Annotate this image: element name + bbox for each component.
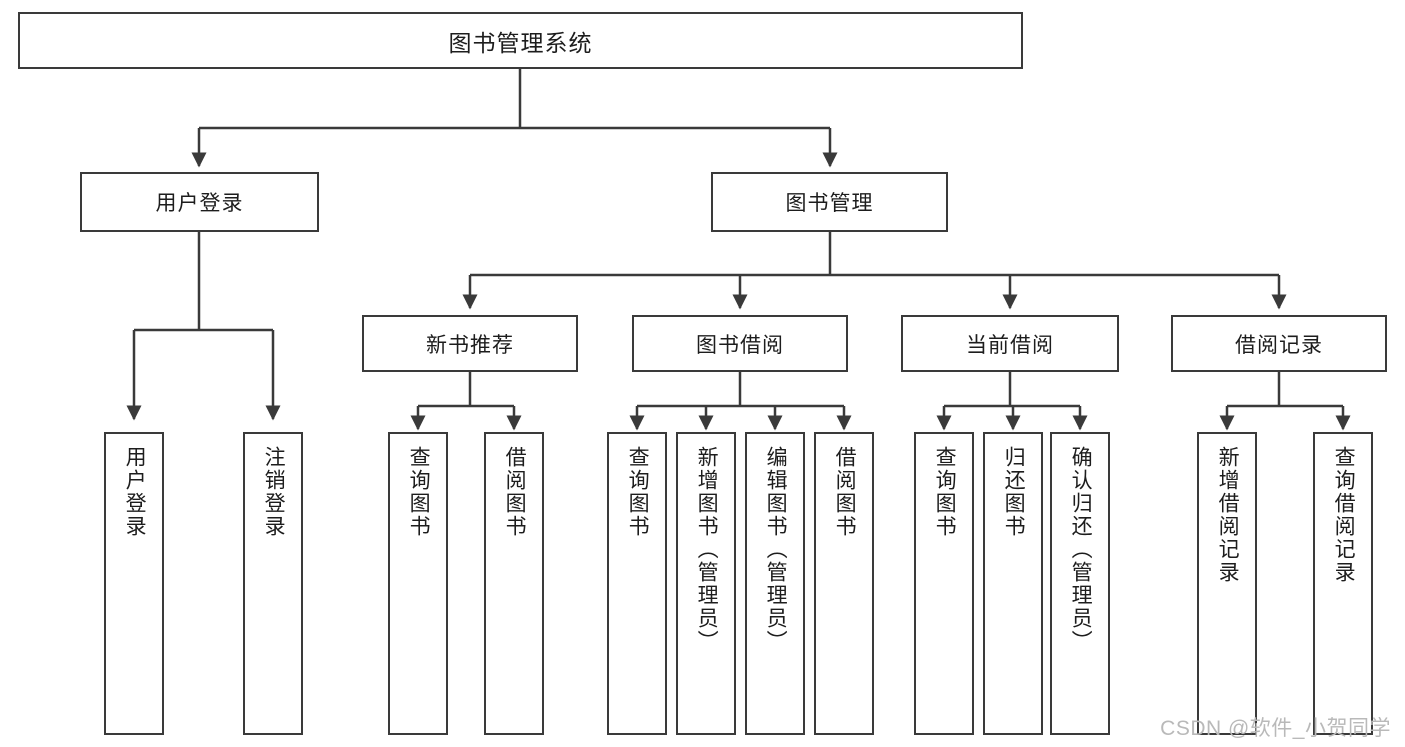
node-root-label: 图书管理系统 (448, 29, 593, 56)
watermark: CSDN @软件_小贺同学 (1160, 717, 1391, 740)
leaf-edit-book[interactable]: 编辑图书（管理员） (745, 432, 805, 735)
node-book-manage[interactable]: 图书管理 (711, 172, 948, 232)
node-new-book-recommend-label: 新书推荐 (426, 333, 514, 357)
leaf-confirm-return-label: 确认归还（管理员） (1069, 446, 1093, 653)
leaf-user-login[interactable]: 用户登录 (104, 432, 164, 735)
leaf-query-book-3-label: 查询图书 (933, 446, 957, 538)
node-current-borrow-label: 当前借阅 (966, 333, 1054, 357)
leaf-add-book-label: 新增图书（管理员） (695, 446, 719, 653)
leaf-query-book-1-label: 查询图书 (407, 446, 431, 538)
node-borrow-record[interactable]: 借阅记录 (1171, 315, 1387, 372)
node-user-login-label: 用户登录 (155, 192, 244, 215)
leaf-query-book-3[interactable]: 查询图书 (914, 432, 974, 735)
leaf-add-record-label: 新增借阅记录 (1216, 446, 1240, 584)
leaf-add-book[interactable]: 新增图书（管理员） (676, 432, 736, 735)
node-book-borrow-label: 图书借阅 (696, 333, 784, 357)
node-new-book-recommend[interactable]: 新书推荐 (362, 315, 578, 372)
leaf-logout-login-label: 注销登录 (262, 446, 286, 538)
node-book-borrow[interactable]: 图书借阅 (632, 315, 848, 372)
node-root[interactable]: 图书管理系统 (18, 12, 1023, 69)
node-current-borrow[interactable]: 当前借阅 (901, 315, 1119, 372)
node-book-manage-label: 图书管理 (785, 192, 874, 215)
leaf-borrow-book-2[interactable]: 借阅图书 (814, 432, 874, 735)
leaf-edit-book-label: 编辑图书（管理员） (764, 446, 788, 653)
node-borrow-record-label: 借阅记录 (1235, 333, 1323, 357)
leaf-query-book-2-label: 查询图书 (626, 446, 650, 538)
leaf-add-record[interactable]: 新增借阅记录 (1197, 432, 1257, 735)
leaf-return-book[interactable]: 归还图书 (983, 432, 1043, 735)
leaf-logout-login[interactable]: 注销登录 (243, 432, 303, 735)
node-user-login[interactable]: 用户登录 (80, 172, 319, 232)
leaf-user-login-label: 用户登录 (123, 446, 147, 538)
leaf-borrow-book-1[interactable]: 借阅图书 (484, 432, 544, 735)
leaf-borrow-book-1-label: 借阅图书 (503, 446, 527, 538)
leaf-borrow-book-2-label: 借阅图书 (833, 446, 857, 538)
leaf-query-book-2[interactable]: 查询图书 (607, 432, 667, 735)
leaf-return-book-label: 归还图书 (1002, 446, 1026, 538)
leaf-query-record[interactable]: 查询借阅记录 (1313, 432, 1373, 735)
leaf-confirm-return[interactable]: 确认归还（管理员） (1050, 432, 1110, 735)
leaf-query-record-label: 查询借阅记录 (1332, 446, 1356, 584)
leaf-query-book-1[interactable]: 查询图书 (388, 432, 448, 735)
